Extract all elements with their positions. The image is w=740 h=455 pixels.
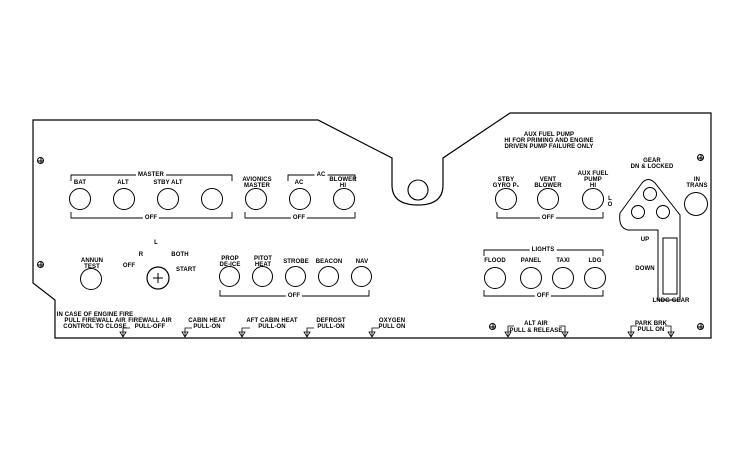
ac-switch[interactable] [289,188,311,210]
bat-switch[interactable] [69,188,91,210]
lights-off-label: OFF [534,293,552,299]
screw-icon [697,323,704,330]
stby-alt-label: STBY ALT [153,180,183,186]
screw-icon [37,261,44,268]
magneto-l-label: L [154,240,158,246]
lights-group-title: LIGHTS [529,247,557,253]
aux-fuel-lo-label: L O [607,196,613,208]
aft-cabin-heat-control[interactable]: AFT CABIN HEAT PULL-ON [246,318,298,330]
master-group-title: MASTER [136,172,166,178]
gear-light-right [656,205,670,219]
panel-label: PANEL [520,258,542,264]
avionics-master-label: AVIONICS MASTER [242,177,272,189]
oxygen-control[interactable]: OXYGEN PULL ON [378,318,406,330]
beacon-label: BEACON [315,259,343,265]
screw-icon [37,157,44,164]
magneto-both-label: BOTH [171,252,189,258]
gear-down-label: DOWN [635,266,655,272]
stby-alt-switch[interactable] [157,188,179,210]
annun-test-label: ANNUN TEST [80,258,104,270]
pitot-heat-label: PITOT HEAT [253,256,273,268]
aux-fuel-note: AUX FUEL PUMP HI FOR PRIMING AND ENGINE … [504,132,594,150]
strobe-label: STROBE [283,259,309,265]
taxi-label: TAXI [556,258,570,264]
ldg-label: LDG [588,258,602,264]
gear-light-left [631,205,645,219]
cabin-heat-control[interactable]: CABIN HEAT PULL-ON [188,318,226,330]
landing-gear-label: LNDG GEAR [652,298,690,304]
strobe-switch[interactable] [285,266,306,287]
alt-air-control[interactable]: PULL & RELEASE [509,328,563,334]
flood-label: FLOOD [484,258,506,264]
master-blank-switch[interactable] [201,188,223,210]
alt-air-title: ALT AIR [524,321,548,327]
nav-switch[interactable] [351,266,372,287]
in-trans-label: IN TRANS [686,177,708,189]
screw-icon [697,154,704,161]
right-off-label: OFF [539,215,557,221]
magneto-r-label: R [138,252,144,258]
avionics-master-switch[interactable] [245,188,267,210]
firewall-air-control[interactable]: FIREWALL AIR PULL-OFF [128,318,172,330]
ac-label: AC [294,180,304,186]
annun-test-button[interactable] [80,268,102,290]
magneto-switch[interactable] [147,267,169,289]
alt-switch[interactable] [113,188,135,210]
blower-hi-switch[interactable] [333,188,355,210]
flood-switch[interactable] [484,267,506,289]
panel-switch[interactable] [520,267,542,289]
vent-blower-switch[interactable] [537,188,559,210]
pitot-heat-switch[interactable] [252,266,273,287]
master-off-label: OFF [142,215,160,221]
stby-gyro-switch[interactable] [495,188,517,210]
gear-down-locked-label: GEAR DN & LOCKED [630,158,674,170]
gear-light-top [643,187,657,201]
gear-up-label: UP [640,237,650,243]
vent-blower-label: VENT BLOWER [534,177,562,189]
prop-deice-switch[interactable] [219,266,240,287]
nav-label: NAV [355,259,369,265]
aux-fuel-pump-label: AUX FUEL PUMP HI [577,171,609,189]
landing-gear-handle[interactable] [664,266,676,292]
avionics-off-label: OFF [290,215,308,221]
stby-gyro-label: STBY GYRO P₁ [492,177,520,189]
ac-group-title: AC [314,172,328,178]
exterior-off-label: OFF [285,293,303,299]
magneto-off-label: OFF [122,263,136,269]
screw-icon [489,323,496,330]
magneto-start-label: START [175,267,197,273]
bat-label: BAT [73,180,87,186]
in-trans-light [684,192,708,216]
ldg-switch[interactable] [584,267,606,289]
fire-note: IN CASE OF ENGINE FIRE PULL FIREWALL AIR… [56,312,134,330]
park-brake-control[interactable]: PARK BRK PULL ON [634,321,668,333]
prop-deice-label: PROP DE-ICE [219,256,241,268]
blower-hi-label: BLOWER HI [329,177,357,189]
defrost-control[interactable]: DEFROST PULL-ON [316,318,346,330]
taxi-switch[interactable] [552,267,574,289]
beacon-switch[interactable] [318,266,339,287]
aux-fuel-pump-switch[interactable] [582,188,604,210]
alt-label: ALT [117,180,129,186]
